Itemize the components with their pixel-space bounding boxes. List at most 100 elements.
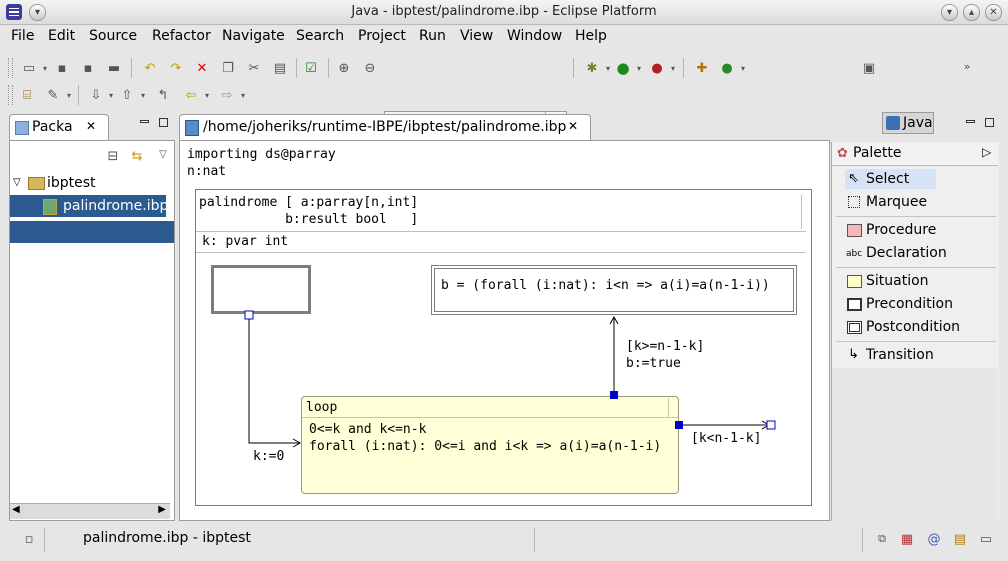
- scroll-left-icon[interactable]: ◀: [12, 504, 20, 515]
- javadoc-icon[interactable]: @: [927, 531, 941, 547]
- save-icon[interactable]: ▪: [57, 60, 67, 76]
- problems-icon[interactable]: ▦: [900, 531, 914, 547]
- cut-icon[interactable]: ✂: [248, 60, 260, 76]
- next-annotation-dropdown-icon[interactable]: ▾: [108, 90, 113, 100]
- palette-item-precondition[interactable]: Precondition: [845, 294, 975, 314]
- zoom-in-icon[interactable]: ⊕: [338, 60, 350, 76]
- prev-annotation-dropdown-icon[interactable]: ▾: [140, 90, 145, 100]
- next-annotation-icon[interactable]: ⇩: [90, 87, 102, 103]
- console-icon[interactable]: ▭: [979, 531, 993, 547]
- new-package-icon[interactable]: ✚: [696, 60, 708, 76]
- init-transition: [248, 315, 300, 444]
- perspective-java-button[interactable]: Java: [882, 112, 934, 134]
- menu-refactor[interactable]: Refactor: [152, 28, 211, 44]
- minimize-view-button[interactable]: [140, 120, 149, 123]
- more-perspectives-icon[interactable]: »: [963, 59, 971, 73]
- search-dropdown-icon[interactable]: ▾: [66, 90, 71, 100]
- paste-icon[interactable]: ▤: [273, 60, 287, 76]
- horizontal-scrollbar[interactable]: ◀ ▶: [10, 503, 170, 519]
- delete-icon[interactable]: ✕: [196, 60, 208, 76]
- copy-icon[interactable]: ❐: [222, 60, 234, 76]
- collapse-all-icon[interactable]: ⊟: [107, 148, 119, 164]
- forward-dropdown-icon[interactable]: ▾: [240, 90, 245, 100]
- maximize-editor-button[interactable]: [985, 118, 994, 127]
- close-window-button[interactable]: ✕: [985, 4, 1002, 21]
- print-icon[interactable]: ▬: [107, 60, 121, 76]
- palette-item-postcondition[interactable]: Postcondition: [845, 317, 985, 337]
- forward-icon[interactable]: ⇨: [221, 87, 233, 103]
- back-dropdown-icon[interactable]: ▾: [204, 90, 209, 100]
- menu-project[interactable]: Project: [358, 28, 406, 44]
- new-dropdown-icon[interactable]: ▾: [42, 63, 47, 73]
- postcondition-box[interactable]: [431, 265, 797, 315]
- palette-item-situation[interactable]: Situation: [845, 271, 965, 291]
- palette-item-declaration[interactable]: abc Declaration: [845, 243, 965, 263]
- eclipse-logo-icon: [6, 4, 22, 20]
- tree-item-palindrome-ibp[interactable]: palindrome.ibp: [10, 195, 168, 217]
- handle-exit: [610, 391, 618, 399]
- menu-view[interactable]: View: [460, 28, 494, 44]
- last-edit-icon[interactable]: ↰: [157, 87, 169, 103]
- tab-package-explorer[interactable]: Packa ✕: [9, 114, 109, 141]
- debug-icon[interactable]: ✱: [586, 60, 598, 76]
- run-dropdown-icon[interactable]: ▾: [636, 63, 641, 73]
- expand-triangle-icon[interactable]: ▽: [13, 177, 21, 188]
- precondition-box[interactable]: [211, 265, 311, 314]
- menu-search[interactable]: Search: [296, 28, 345, 44]
- postcondition-icon: [847, 321, 862, 334]
- menu-source[interactable]: Source: [89, 28, 138, 44]
- open-perspective-icon[interactable]: ▣: [862, 60, 876, 76]
- run-icon[interactable]: ●: [616, 59, 630, 77]
- close-icon[interactable]: ✕: [568, 119, 579, 133]
- palette-item-procedure[interactable]: Procedure: [845, 220, 965, 240]
- undo-icon[interactable]: ↶: [144, 60, 156, 76]
- new-class-dropdown-icon[interactable]: ▾: [740, 63, 745, 73]
- tree-item-ibptest[interactable]: ▽ ibptest: [10, 172, 174, 194]
- fast-view-icon[interactable]: ▫: [24, 531, 34, 547]
- palette-item-transition[interactable]: ↳ Transition: [848, 347, 934, 363]
- external-tools-dropdown-icon[interactable]: ▾: [670, 63, 675, 73]
- palette-item-marquee[interactable]: Marquee: [845, 192, 965, 212]
- redo-icon[interactable]: ↷: [170, 60, 182, 76]
- open-type-icon[interactable]: ⌸: [23, 87, 31, 103]
- menu-navigate[interactable]: Navigate: [222, 28, 285, 44]
- declaration-view-icon[interactable]: ▤: [953, 531, 967, 547]
- search-icon[interactable]: ✎: [47, 87, 59, 103]
- minimize-editor-button[interactable]: [966, 120, 975, 123]
- close-icon[interactable]: ✕: [86, 119, 97, 133]
- debug-dropdown-icon[interactable]: ▾: [605, 63, 610, 73]
- tree-item-label: ibptest: [47, 175, 96, 191]
- external-tools-icon[interactable]: ●: [651, 60, 663, 76]
- procedure-icon: [847, 224, 862, 237]
- trim-view-icon[interactable]: ⧉: [878, 532, 886, 545]
- back-icon[interactable]: ⇦: [185, 87, 197, 103]
- menu-help[interactable]: Help: [575, 28, 607, 44]
- tab-palindrome-ibp[interactable]: /home/joheriks/runtime-IBPE/ibptest/pali…: [179, 114, 591, 141]
- menu-file[interactable]: File: [11, 28, 35, 44]
- tree-item-palindrome[interactable]: [10, 221, 174, 243]
- menu-bar: File Edit Source Refactor Navigate Searc…: [0, 25, 1008, 47]
- menu-edit[interactable]: Edit: [48, 28, 76, 44]
- scroll-right-icon[interactable]: ▶: [158, 504, 166, 515]
- menu-run[interactable]: Run: [419, 28, 446, 44]
- save-all-icon[interactable]: ▪: [83, 60, 93, 76]
- maximize-view-button[interactable]: [159, 118, 168, 127]
- new-class-icon[interactable]: ●: [721, 60, 733, 76]
- maximize-window-button[interactable]: ▴: [963, 4, 980, 21]
- loop-invariant-2: forall (i:nat): 0<=i and i<k => a(i)=a(n…: [309, 439, 662, 454]
- link-editor-icon[interactable]: ⇆: [131, 148, 143, 164]
- loop-situation-box[interactable]: [301, 396, 679, 494]
- menu-window[interactable]: Window: [507, 28, 563, 44]
- minimize-window-button[interactable]: ▾: [941, 4, 958, 21]
- secondary-toolbar: ⌸ ✎ ▾ ⇩ ▾ ⇧ ▾ ↰ ⇦ ▾ ⇨ ▾: [0, 82, 1008, 108]
- window-menu-button[interactable]: ▾: [29, 4, 46, 21]
- palette-item-select[interactable]: ⇖ Select: [848, 171, 910, 187]
- handle-loop: [675, 421, 683, 429]
- new-icon[interactable]: ▭: [22, 60, 36, 76]
- check-icon[interactable]: ☑: [305, 60, 317, 76]
- view-menu-icon[interactable]: ▽: [159, 148, 167, 160]
- ibp-file-icon: [185, 120, 199, 136]
- zoom-out-icon[interactable]: ⊖: [364, 60, 376, 76]
- prev-annotation-icon[interactable]: ⇧: [121, 87, 133, 103]
- palette-collapse-icon[interactable]: ▷: [982, 145, 992, 159]
